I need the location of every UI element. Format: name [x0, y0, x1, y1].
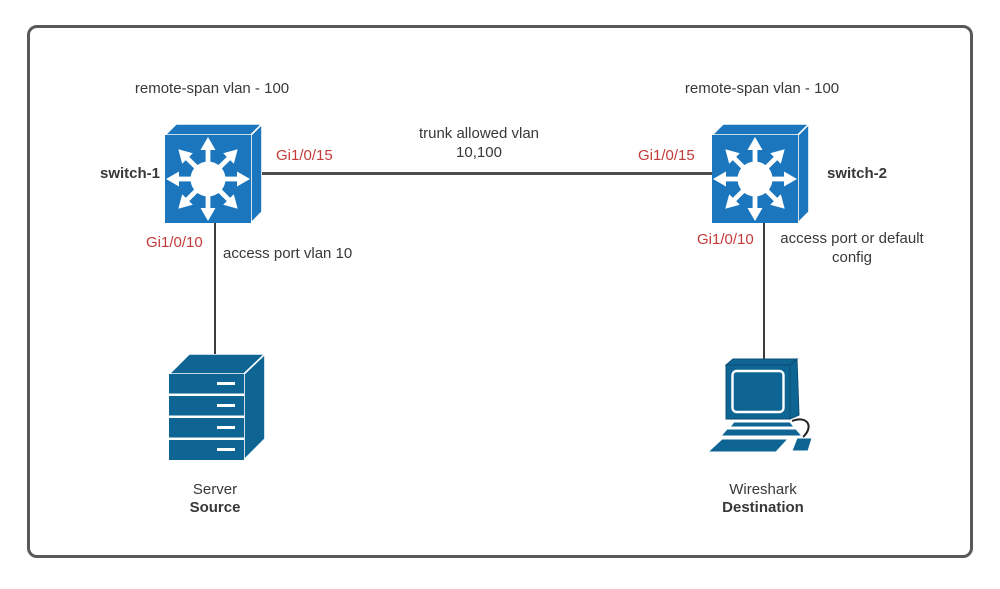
server-icon — [169, 354, 265, 460]
switch-2-label: switch-2 — [827, 165, 888, 182]
switch-1-label: switch-1 — [99, 165, 160, 182]
access-link-line-left — [214, 222, 216, 355]
access-right-line2: config — [831, 249, 873, 266]
server-title: Server — [192, 481, 238, 498]
wireshark-caption: Wireshark Destination — [703, 481, 823, 517]
wireshark-subtitle: Destination — [722, 499, 804, 516]
remote-span-note-right: remote-span vlan - 100 — [684, 80, 840, 97]
access-link-label-left: access port vlan 10 — [223, 245, 353, 262]
access-link-label-right: access port or default config — [776, 229, 928, 267]
port-label-switch2-gi15: Gi1/0/15 — [638, 147, 695, 164]
port-label-switch1-gi10: Gi1/0/10 — [146, 234, 203, 251]
diagram-border — [27, 25, 973, 558]
trunk-link-line — [262, 172, 712, 175]
access-link-line-right — [763, 222, 765, 362]
remote-span-note-left: remote-span vlan - 100 — [134, 80, 290, 97]
server-caption: Server Source — [155, 481, 275, 517]
access-right-line1: access port or default — [780, 230, 924, 247]
trunk-label-line1: trunk allowed vlan — [418, 125, 540, 142]
switch-1-icon — [165, 124, 262, 223]
server-subtitle: Source — [189, 499, 241, 516]
trunk-link-label: trunk allowed vlan 10,100 — [399, 124, 559, 162]
switch-2-icon — [712, 124, 809, 223]
port-label-switch2-gi10: Gi1/0/10 — [697, 231, 754, 248]
trunk-label-line2: 10,100 — [456, 144, 502, 161]
port-label-switch1-gi15: Gi1/0/15 — [276, 147, 333, 164]
wireshark-title: Wireshark — [729, 481, 797, 498]
workstation-icon — [706, 357, 818, 454]
